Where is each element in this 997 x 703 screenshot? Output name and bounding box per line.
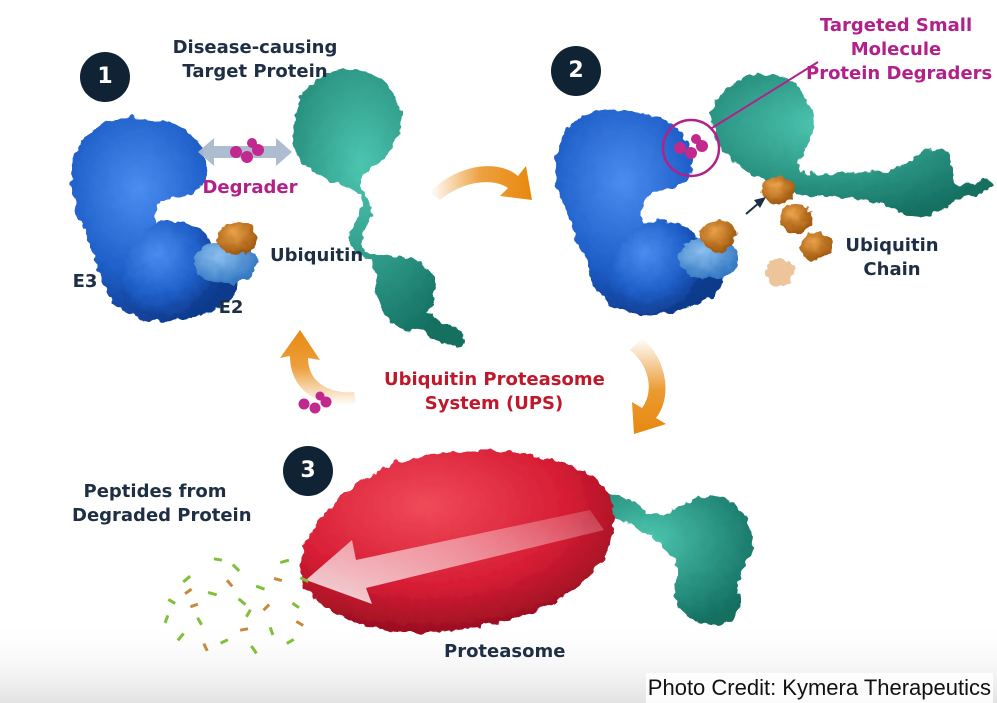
arrow-step3-to-step1 [280, 330, 356, 406]
panel-2-ternary-complex [555, 61, 994, 315]
target-protein-label: Disease-causing Target Protein [170, 36, 340, 84]
degrader-label: Degrader [202, 177, 298, 198]
step-2-marker: 2 [551, 46, 601, 96]
e2-label: E2 [218, 297, 244, 318]
target-protein-label-line-1: Disease-causing [172, 37, 338, 58]
target-protein-shape-1 [293, 69, 465, 346]
targeted-degraders-line-3: Protein Degraders [806, 63, 993, 84]
ubiquitin-label: Ubiquitin [270, 245, 364, 266]
target-protein-label-line-2: Target Protein [182, 61, 328, 82]
peptides-label-line-1: Peptides from [83, 481, 227, 502]
ubiquitin-chain-line-1: Ubiquitin [845, 235, 939, 256]
peptide-fragments [163, 557, 309, 655]
ubiquitin-shape-1 [218, 221, 258, 255]
panel-3-proteasome [163, 450, 753, 655]
proteasome-label: Proteasome [444, 641, 566, 662]
targeted-degraders-label: Targeted Small Molecule Protein Degrader… [806, 14, 993, 86]
arrow-step1-to-step2 [430, 166, 532, 200]
panel-1-e3-complex [71, 69, 465, 346]
peptides-label: Peptides from Degraded Protein [72, 480, 252, 528]
ups-label: Ubiquitin Proteasome System (UPS) [384, 368, 605, 416]
degrader-callout-line [711, 61, 819, 129]
ubiquitin-chain-label: Ubiquitin Chain [844, 234, 940, 282]
step-3-marker: 3 [283, 446, 333, 496]
peptides-label-line-2: Degraded Protein [72, 505, 252, 526]
degrader-highlight-circle [661, 118, 721, 178]
recycled-degrader-molecule [298, 391, 332, 414]
arrow-step2-to-step3 [630, 338, 666, 434]
photo-credit: Photo Credit: Kymera Therapeutics [645, 673, 993, 703]
degrader-molecule-1 [230, 138, 264, 163]
ubiquitin-transfer-arrow [745, 197, 766, 215]
targeted-degraders-line-1: Targeted Small [819, 15, 973, 36]
ubiquitin-chain-shape [762, 175, 831, 286]
degrader-molecule-2 [674, 134, 708, 159]
target-protein-shape-3 [580, 492, 753, 626]
target-protein-shape-2 [710, 73, 994, 217]
ups-label-line-1: Ubiquitin Proteasome [384, 369, 605, 390]
proteasome-flow-arrow [306, 510, 604, 604]
ups-label-line-2: System (UPS) [424, 393, 564, 414]
ubiquitin-shape-2 [700, 220, 736, 252]
ubiquitin-chain-line-2: Chain [863, 259, 921, 280]
targeted-degraders-line-2: Molecule [850, 39, 942, 60]
e3-label: E3 [72, 271, 98, 292]
step-1-marker: 1 [80, 52, 130, 102]
